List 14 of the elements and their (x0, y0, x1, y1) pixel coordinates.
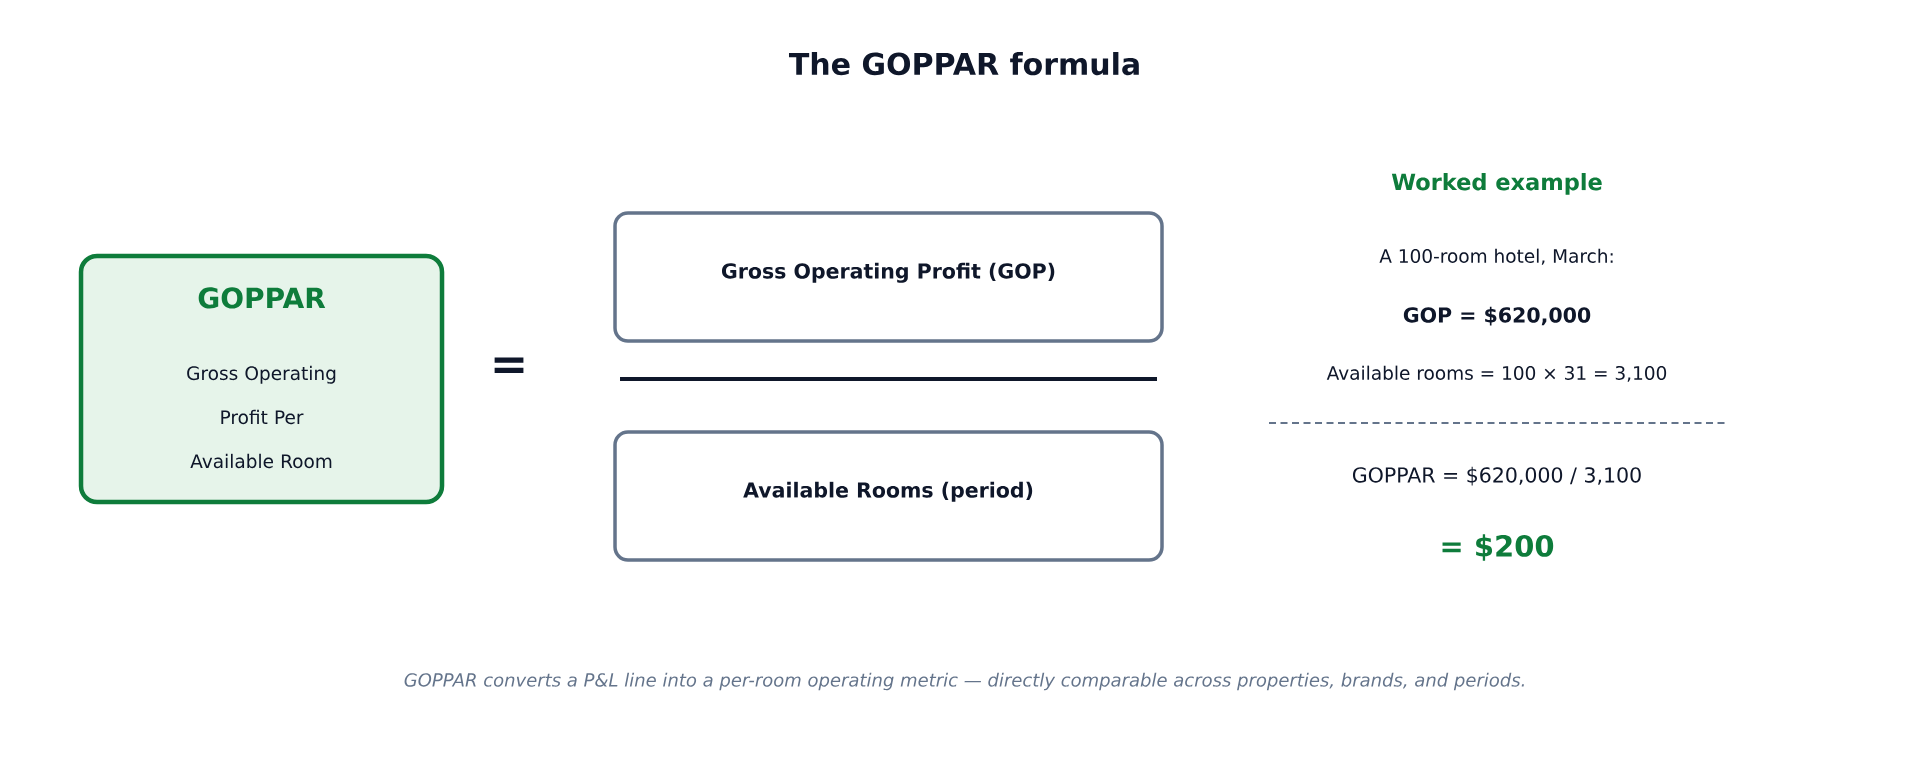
example-text: GOP = $620,000 (1403, 306, 1591, 326)
example-heading: Worked example (1391, 173, 1602, 195)
result-value: = $200 (1442, 534, 1554, 561)
formula-box: Gross Operating Profit (GOP) (613, 211, 1164, 343)
caption: GOPPAR converts a P&L line into a per-room operating metric — directly comparable across properties, brands, and periods. (404, 672, 1524, 691)
box-description: Gross Operating Profit Per Available Room (187, 365, 336, 469)
example-text: A 100-room hotel, March: (1379, 248, 1613, 265)
equals-sign: = (494, 357, 524, 373)
title: The GOPPAR formula (789, 52, 1139, 76)
box-heading: GOPPAR (198, 287, 326, 309)
example-text: GOPPAR = $620,000 / 3,100 (1353, 466, 1641, 486)
term-box (78, 253, 445, 505)
formula-box: Available Rooms (period) (613, 430, 1164, 562)
example-text: Available rooms = 100 × 31 = 3,100 (1326, 365, 1667, 382)
